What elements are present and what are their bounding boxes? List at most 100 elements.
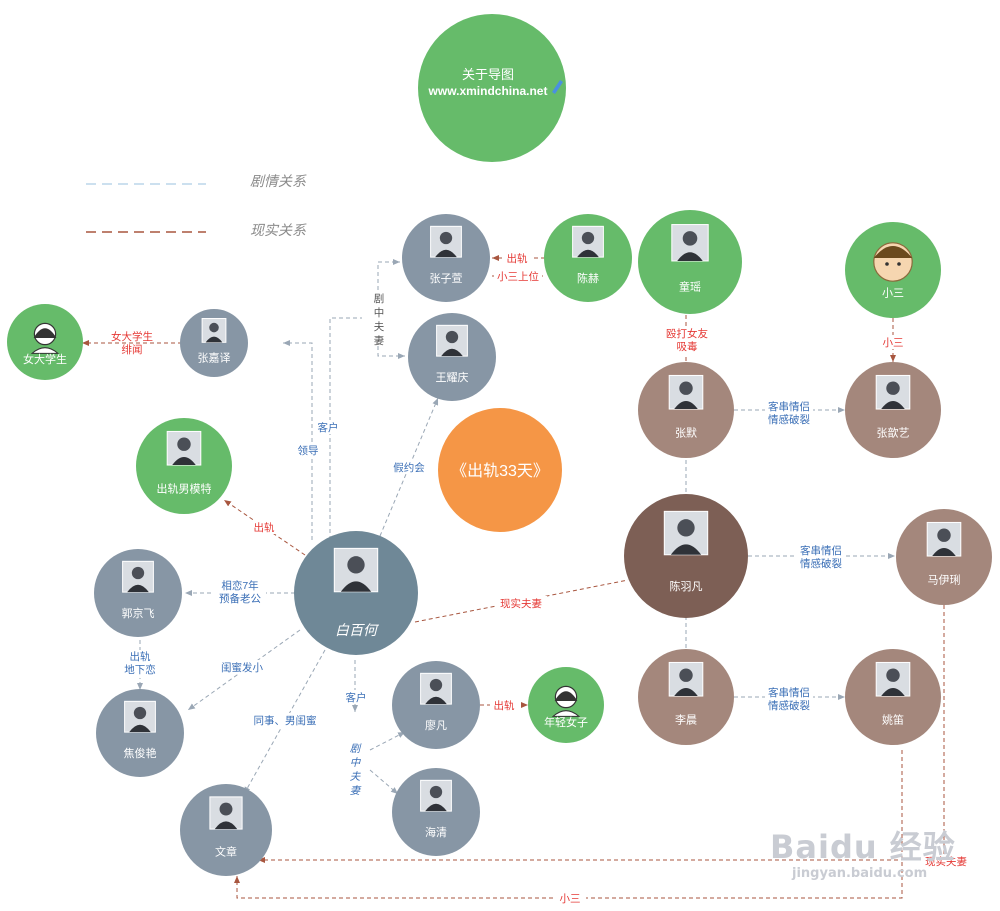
edge-label-bestie: 闺蜜发小 bbox=[221, 661, 263, 674]
node-wen-zhang[interactable]: 文章 bbox=[180, 784, 272, 876]
node-circle bbox=[94, 549, 182, 637]
portrait-head bbox=[131, 566, 145, 580]
node-label: 海清 bbox=[425, 825, 447, 839]
edge-couple-haiqing bbox=[369, 769, 399, 795]
edge-label-cross-lichen-2: 情感破裂 bbox=[768, 699, 810, 712]
node-liao-fan[interactable]: 廖凡 bbox=[392, 661, 480, 749]
edge-label-couple-top-3: 夫 bbox=[374, 321, 385, 333]
node-circle bbox=[638, 362, 734, 458]
edge-label-couple-top-4: 妻 bbox=[374, 334, 385, 347]
node-ma-yili[interactable]: 马伊琍 bbox=[896, 509, 992, 605]
edge-label-couple-top-2: 中 bbox=[374, 306, 385, 319]
node-circle bbox=[624, 494, 748, 618]
portrait-shoulders bbox=[340, 581, 372, 592]
portrait-head bbox=[886, 668, 900, 682]
edge-bai-jiao bbox=[187, 629, 301, 711]
edge-label-couple-top-1: 剧 bbox=[374, 293, 385, 305]
portrait-head bbox=[679, 668, 693, 682]
edge-label-couple-bottom-2: 中 bbox=[350, 757, 362, 769]
edge-label-student-scandal-2: 绯闻 bbox=[122, 343, 143, 356]
node-zhang-mo[interactable]: 张默 bbox=[638, 362, 734, 458]
edge-label-client-top: 客户 bbox=[318, 421, 339, 434]
portrait-head bbox=[429, 785, 443, 799]
node-wang-yaoqing[interactable]: 王耀庆 bbox=[408, 313, 496, 401]
about-node[interactable]: 关于导图 www.xmindchina.net bbox=[418, 14, 566, 162]
edge-label-love7-1: 相恋7年 bbox=[221, 579, 258, 592]
node-jiao-junyan[interactable]: 焦俊艳 bbox=[96, 689, 184, 777]
female-avatar-body bbox=[551, 710, 581, 717]
node-bai-baihe[interactable]: 白百何 bbox=[294, 531, 418, 655]
node-circle bbox=[392, 768, 480, 856]
node-li-chen[interactable]: 李晨 bbox=[638, 649, 734, 745]
node-label: 出轨男模特 bbox=[157, 481, 212, 495]
portrait-head bbox=[439, 231, 453, 245]
node-chen-he[interactable]: 陈赫 bbox=[544, 214, 632, 302]
edge-label-cross-lichen-1: 客串情侣 bbox=[768, 686, 810, 699]
edge-labels: 出轨 小三上位 剧 中 夫 妻 客户 领导 假约会 女大学生 绯闻 出轨 相恋7… bbox=[111, 250, 972, 905]
edge-label-affair-chenhe: 出轨 bbox=[507, 252, 528, 265]
edge-bai-zhangjiayi bbox=[283, 340, 313, 540]
edge-yaodi-wenzhang bbox=[234, 750, 903, 899]
edge-label-love7-2: 预备老公 bbox=[219, 592, 261, 605]
portrait-shoulders bbox=[577, 249, 599, 258]
portrait-head bbox=[219, 802, 233, 816]
edge-bai-malemodel bbox=[223, 499, 306, 556]
legend-plot-label: 剧情关系 bbox=[250, 173, 307, 189]
plot-connections bbox=[137, 259, 895, 795]
edge-label-xiaosan-bottom: 小三 bbox=[560, 893, 581, 905]
node-circle bbox=[896, 509, 992, 605]
edge-label-affair-liaofan: 出轨 bbox=[494, 699, 515, 712]
node-xiao-san[interactable]: 小三 bbox=[845, 222, 941, 318]
node-label: 廖凡 bbox=[425, 718, 447, 732]
edge-label-xiaosan: 小三 bbox=[883, 337, 904, 349]
legend-real-label: 现实关系 bbox=[250, 222, 307, 238]
about-url: www.xmindchina.net bbox=[428, 84, 548, 98]
edge-label-cross-chen-1: 客串情侣 bbox=[800, 544, 842, 557]
node-tong-yao[interactable]: 童瑶 bbox=[638, 210, 742, 314]
node-label: 童瑶 bbox=[679, 280, 701, 294]
edge-label-couple-bottom-1: 剧 bbox=[350, 743, 362, 755]
node-label: 马伊琍 bbox=[928, 573, 961, 586]
node-label: 陈赫 bbox=[577, 271, 599, 285]
portrait-shoulders bbox=[127, 584, 149, 593]
portrait-shoulders bbox=[425, 696, 447, 705]
node-circle bbox=[845, 362, 941, 458]
node-circle bbox=[294, 531, 418, 655]
node-yao-di[interactable]: 姚笛 bbox=[845, 649, 941, 745]
portrait-head bbox=[682, 231, 698, 246]
node-female-student[interactable]: 女大学生 bbox=[7, 304, 83, 380]
node-zhang-jiayi[interactable]: 张嘉译 bbox=[180, 309, 248, 377]
male-avatar-eye bbox=[885, 262, 889, 266]
node-chen-yufan[interactable]: 陈羽凡 bbox=[624, 494, 748, 618]
portrait-head bbox=[177, 437, 191, 451]
node-label: 白百何 bbox=[335, 622, 380, 638]
portrait-shoulders bbox=[214, 821, 238, 830]
portrait-shoulders bbox=[129, 724, 151, 733]
node-male-model[interactable]: 出轨男模特 bbox=[136, 418, 232, 514]
person-nodes: 女大学生张嘉译出轨男模特郭京飞焦俊艳文章张子萱王耀庆陈赫童瑶小三张默张歆艺陈羽凡… bbox=[7, 210, 992, 876]
watermark-brand: Baidu 经验 bbox=[770, 828, 956, 866]
node-zhang-xinyi[interactable]: 张歆艺 bbox=[845, 362, 941, 458]
node-label: 姚笛 bbox=[882, 712, 904, 726]
node-circle bbox=[402, 214, 490, 302]
edge-label-client-bottom: 客户 bbox=[346, 691, 367, 704]
pen-icon bbox=[552, 80, 563, 94]
edge-bai-wangyaoqing bbox=[379, 397, 439, 537]
edge-label-cross-zhangmo-1: 客串情侣 bbox=[768, 400, 810, 413]
edge-label-cross-chen-2: 情感破裂 bbox=[800, 557, 842, 570]
node-zhang-ziban[interactable]: 张子萱 bbox=[402, 214, 490, 302]
portrait-head bbox=[445, 330, 459, 344]
node-circle bbox=[136, 418, 232, 514]
portrait-shoulders bbox=[677, 252, 703, 261]
node-young-woman[interactable]: 年轻女子 bbox=[528, 667, 604, 743]
node-hai-qing[interactable]: 海清 bbox=[392, 768, 480, 856]
edge-couple-wangyaoqing bbox=[377, 318, 405, 359]
portrait-shoulders bbox=[881, 687, 905, 697]
center-topic-node[interactable]: 《出轨33天》 bbox=[438, 408, 562, 532]
edge-label-beat-gf-2: 吸毒 bbox=[677, 340, 698, 353]
watermark-site: jingyan.baidu.com bbox=[792, 866, 928, 881]
node-guo-jingfei[interactable]: 郭京飞 bbox=[94, 549, 182, 637]
male-avatar-eye bbox=[897, 262, 901, 266]
edge-label-underground-1: 出轨 bbox=[130, 650, 151, 663]
